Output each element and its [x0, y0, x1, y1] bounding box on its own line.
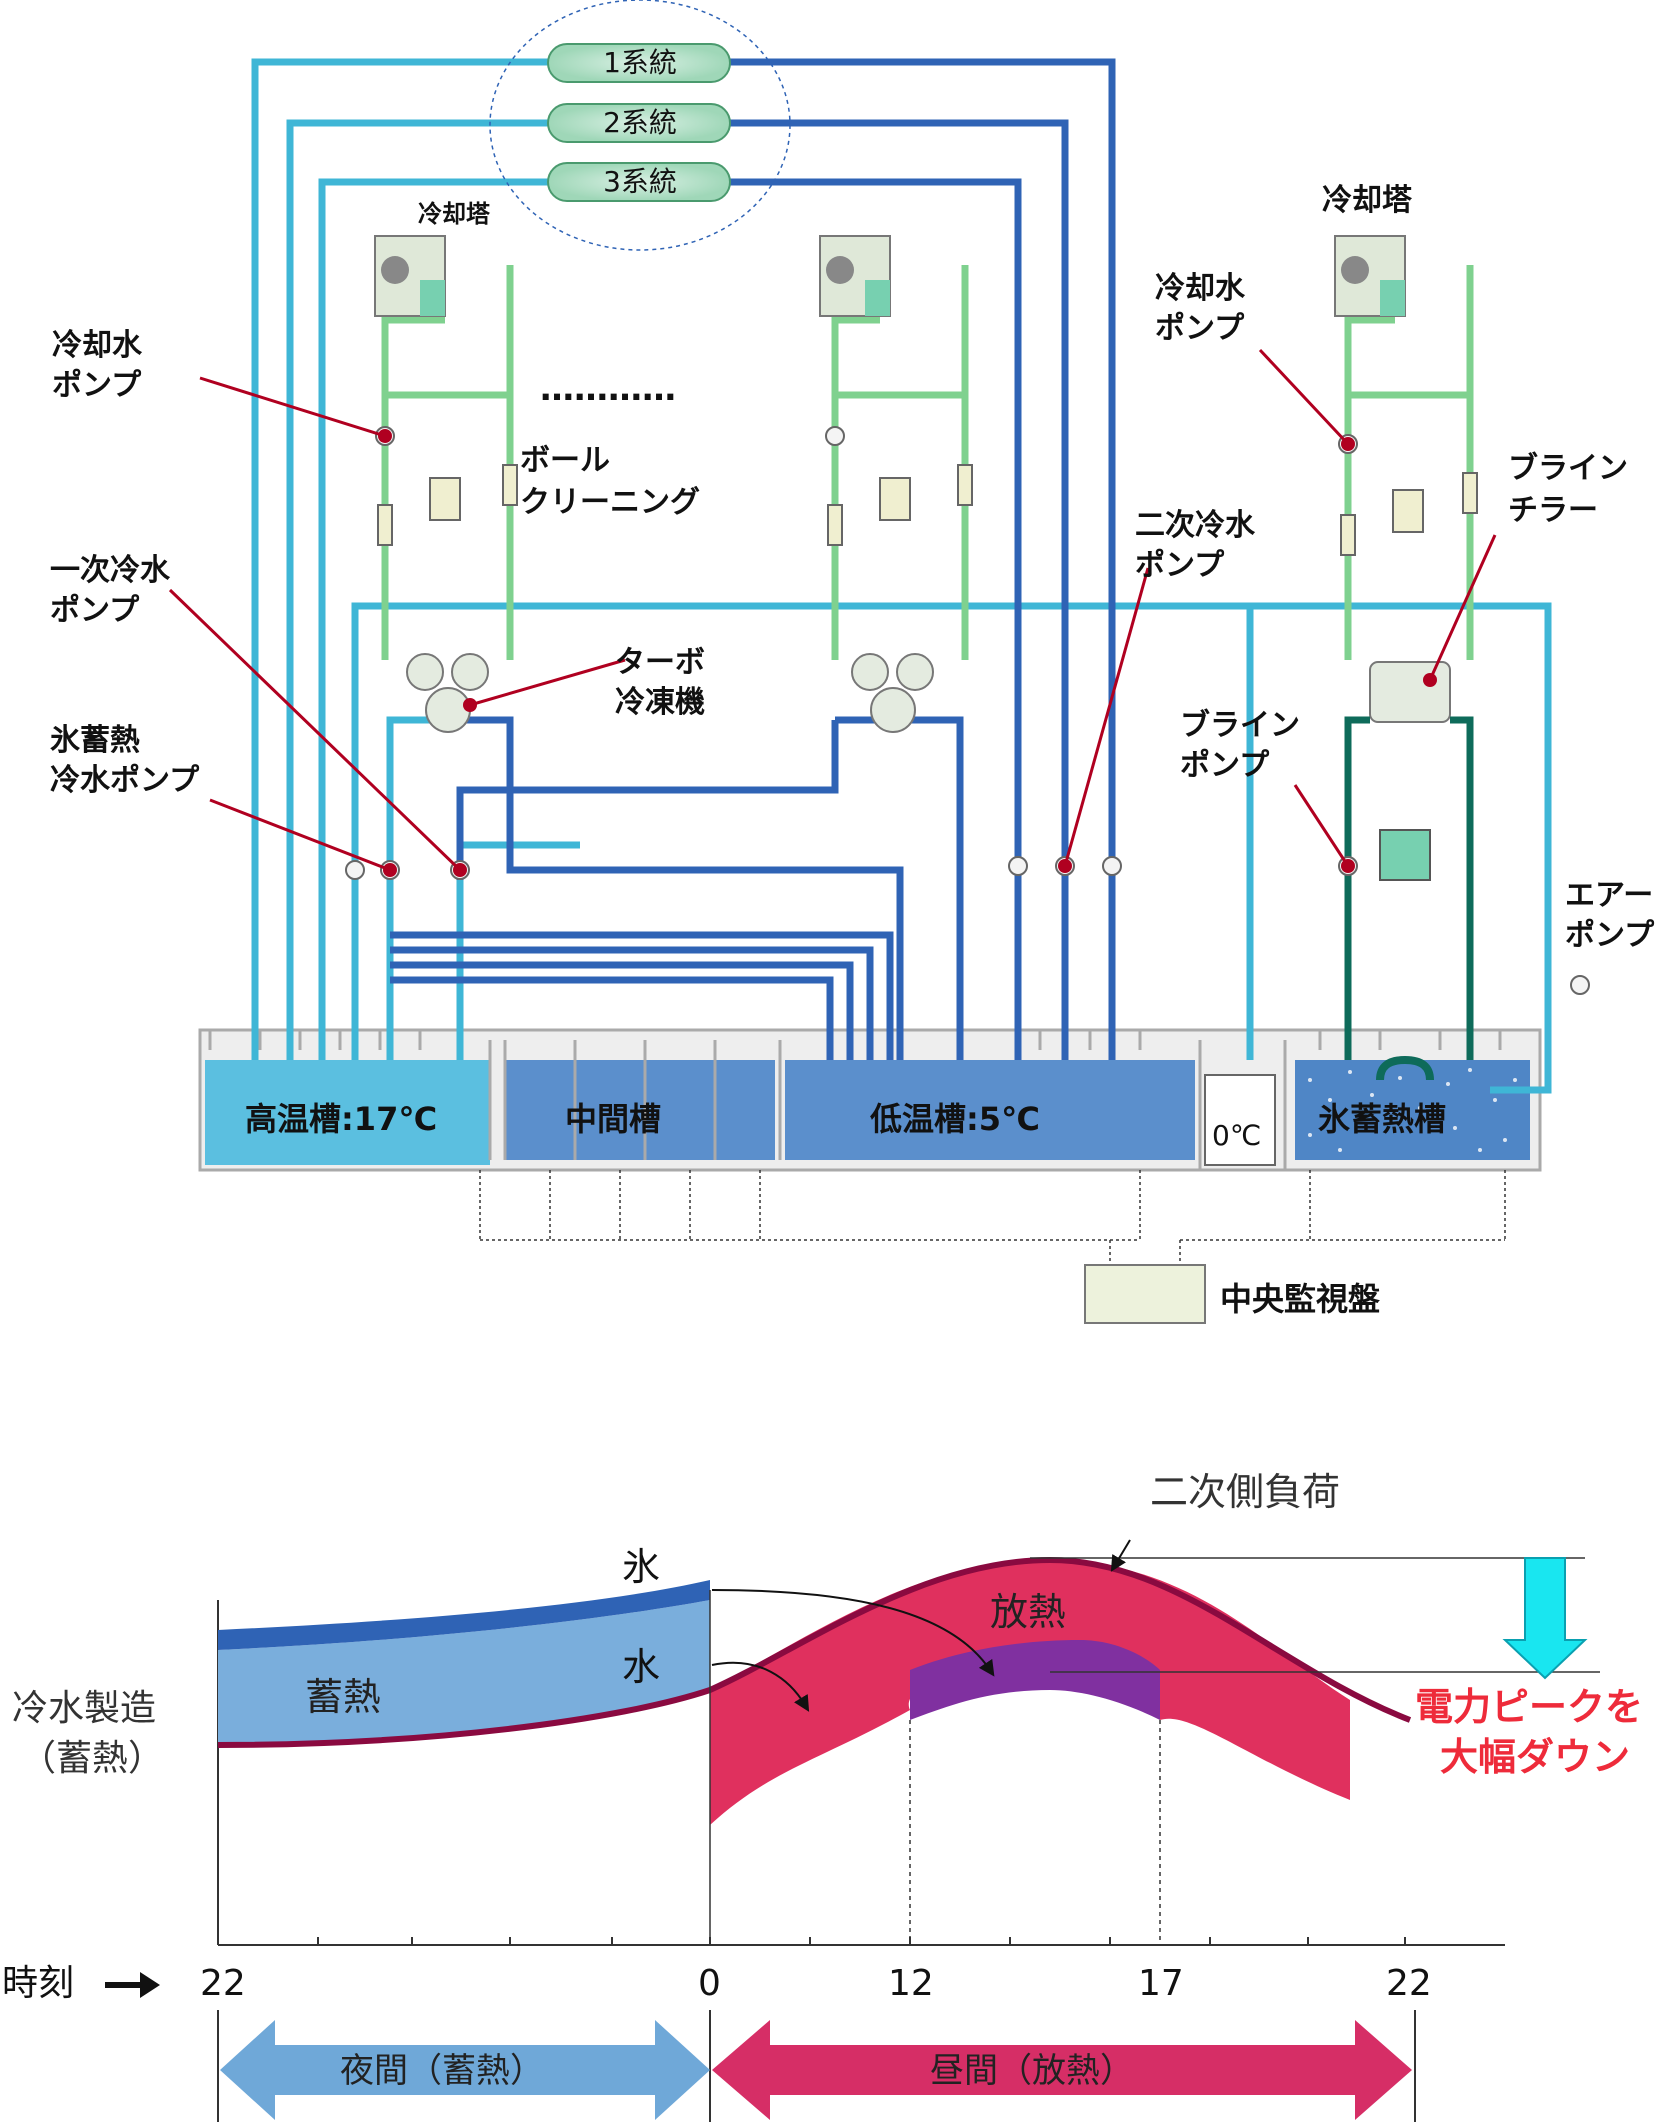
- system-capsule-3: 3系統: [547, 162, 731, 202]
- load-leveling-chart: 冷水製造 （蓄熱） 氷 水 蓄熱 放熱 二次側負荷 電力ピークを 大幅ダウン 時…: [2, 1470, 1643, 2122]
- systems-ellipse: [489, 0, 791, 251]
- water-label: 水: [622, 1645, 660, 1689]
- tank-mid-b: [720, 1060, 770, 1160]
- turbo-chiller-2: [851, 653, 934, 733]
- leader-lines: [168, 348, 1497, 872]
- cooling-tower-2: [819, 235, 891, 317]
- tank-low-label: 低温槽:5℃: [870, 1100, 1040, 1138]
- tank-ice: [1295, 1060, 1530, 1160]
- cw-pump-left-label-1: 冷却水: [52, 328, 143, 363]
- ball-cleaning-label-2: クリーニング: [520, 485, 700, 520]
- turbo-label-2: 冷凍機: [615, 685, 705, 720]
- peak-reduction-label-2: 大幅ダウン: [1440, 1735, 1630, 1779]
- peak-reduction-arrow: [1502, 1557, 1588, 1680]
- system-label-3: 3系統: [603, 165, 677, 198]
- time-tick-17: 17: [1138, 1963, 1184, 2004]
- storage-label: 蓄熱: [305, 1675, 381, 1719]
- cw-pump-left-label-2: ポンプ: [52, 368, 142, 403]
- primary-pump-label-1: 一次冷水: [50, 553, 171, 588]
- chart-y-label-2: （蓄熱）: [20, 1738, 164, 1779]
- release-label: 放熱: [990, 1590, 1066, 1634]
- ice-pump-label-1: 氷蓄熱: [50, 723, 140, 758]
- time-axis-label: 時刻: [2, 1963, 74, 2004]
- brine-pump-label-1: ブライン: [1180, 708, 1300, 743]
- ball-cleaning-unit-1: [377, 464, 518, 546]
- night-period-arrow: [220, 2020, 710, 2120]
- chart-y-label-1: 冷水製造: [12, 1688, 156, 1729]
- turbo-label-1: ターボ: [615, 645, 705, 680]
- cw-pump-right-label-1: 冷却水: [1155, 271, 1246, 306]
- time-tick-0: 0: [698, 1963, 721, 2004]
- central-monitor-label: 中央監視盤: [1220, 1280, 1380, 1318]
- pump-ice-cw: [345, 860, 365, 880]
- air-pump-label-1: エアー: [1565, 878, 1653, 913]
- time-tick-22-start: 22: [200, 1963, 246, 2004]
- ice-label: 氷: [622, 1545, 660, 1589]
- ball-cleaning-unit-3: [1340, 472, 1478, 556]
- units-ellipsis: …………: [540, 369, 676, 409]
- cw-pump-right-label-2: ポンプ: [1155, 311, 1245, 346]
- peak-cut-area: [910, 1640, 1160, 1720]
- tank-ice-label: 氷蓄熱槽: [1318, 1100, 1446, 1138]
- time-axis-arrow-icon: [105, 1972, 160, 1998]
- pump-secondary-3: [1102, 856, 1122, 876]
- system-capsule-1: 1系統: [547, 43, 731, 83]
- secondary-pump-label-2: ポンプ: [1135, 548, 1225, 583]
- secondary-load-curve: [217, 1556, 1412, 1748]
- turbo-chiller-1: [406, 653, 489, 733]
- central-monitor-box: [1084, 1264, 1206, 1324]
- peak-reduction-label-1: 電力ピークを: [1415, 1685, 1643, 1729]
- brine-chiller-label-2: チラー: [1508, 493, 1598, 528]
- brine-tank: [1379, 829, 1431, 881]
- time-tick-22-end: 22: [1386, 1963, 1432, 2004]
- day-period-arrow: [712, 2020, 1412, 2120]
- pump-secondary-1: [1008, 856, 1028, 876]
- cooling-tower-3: [1334, 235, 1406, 317]
- ball-cleaning-label-1: ボール: [520, 443, 610, 478]
- system-label-2: 2系統: [603, 106, 677, 139]
- cooling-tower-label-left: 冷却塔: [418, 200, 491, 228]
- cooling-tower-1: [374, 235, 446, 317]
- day-period-label: 昼間（放熱）: [930, 2051, 1134, 2091]
- storage-ice-band: [218, 1580, 710, 1650]
- brine-chiller: [1369, 661, 1451, 723]
- tank-high-label: 高温槽:17℃: [245, 1100, 437, 1138]
- tank-zero-label: 0℃: [1212, 1119, 1261, 1152]
- tank-low: [785, 1060, 1195, 1160]
- cooling-tower-label-right: 冷却塔: [1322, 183, 1413, 218]
- piping-diagram: 1系統 2系統 3系統: [50, 0, 1655, 1324]
- storage-water-area: [218, 1600, 710, 1745]
- pump-air: [1570, 975, 1590, 995]
- tank-zero: [1204, 1074, 1276, 1166]
- primary-pump-label-2: ポンプ: [50, 593, 140, 628]
- brine-pump-label-2: ポンプ: [1180, 748, 1270, 783]
- release-area: [710, 1560, 1350, 1825]
- brine-chiller-label-1: ブライン: [1508, 451, 1628, 486]
- secondary-pump-label-1: 二次冷水: [1135, 508, 1256, 543]
- tank-mid-label: 中間槽: [565, 1100, 661, 1138]
- ice-pump-label-2: 冷水ポンプ: [50, 763, 200, 798]
- tank-high: [205, 1060, 490, 1165]
- air-pump-label-2: ポンプ: [1565, 918, 1655, 953]
- time-tick-12: 12: [888, 1963, 934, 2004]
- night-period-label: 夜間（蓄熱）: [340, 2051, 544, 2091]
- ball-cleaning-unit-2: [827, 464, 973, 546]
- system-capsule-2: 2系統: [547, 103, 731, 143]
- secondary-load-label: 二次側負荷: [1150, 1470, 1340, 1514]
- pump-cw-2: [825, 426, 845, 446]
- system-label-1: 1系統: [603, 46, 677, 79]
